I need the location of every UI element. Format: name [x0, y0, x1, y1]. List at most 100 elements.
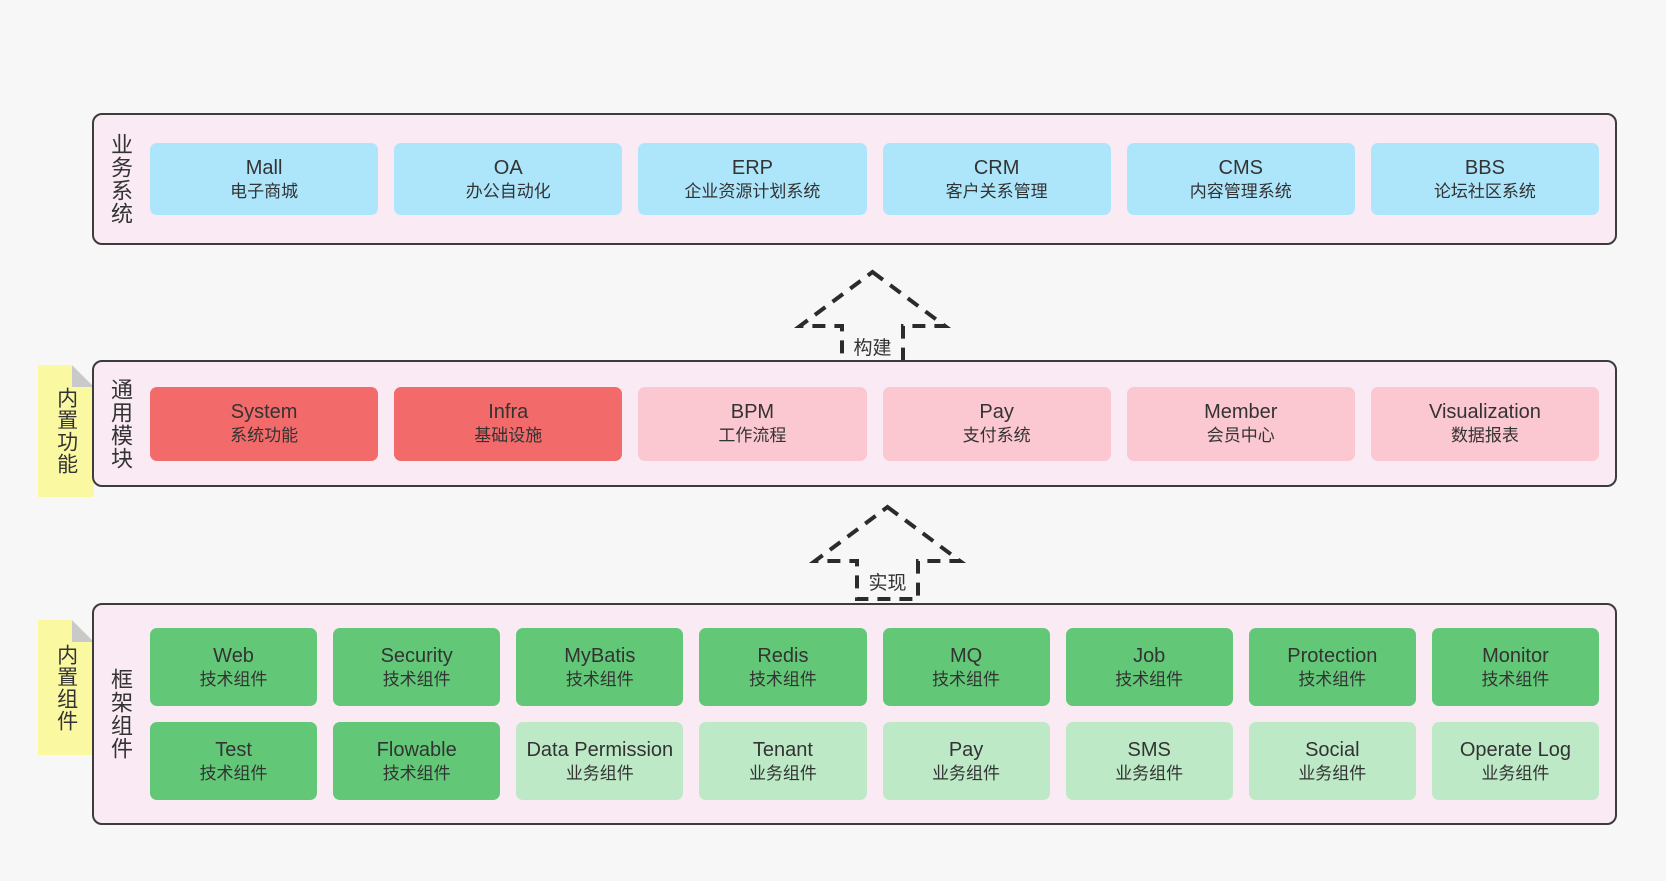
layer-body-framework-components: Web 技术组件 Security 技术组件 MyBatis 技术组件 Redi… — [146, 605, 1615, 823]
card-job[interactable]: Job 技术组件 — [1065, 628, 1233, 706]
card-bbs[interactable]: BBS 论坛社区系统 — [1370, 143, 1600, 215]
layer-row: Test 技术组件 Flowable 技术组件 Data Permission … — [150, 722, 1599, 800]
card-title: Tenant — [752, 738, 813, 761]
card-tenant[interactable]: Tenant 业务组件 — [699, 722, 867, 800]
connector-label-build: 构建 — [853, 338, 892, 359]
card-flowable[interactable]: Flowable 技术组件 — [333, 722, 501, 800]
card-infra[interactable]: Infra 基础设施 — [394, 386, 623, 461]
card-title: MQ — [949, 644, 983, 667]
layer-business-system: 业务系统 Mall 电子商城 OA 办公自动化 ERP 企业资源计划系统 CRM… — [92, 113, 1617, 245]
card-title: Mall — [245, 156, 283, 179]
card-title: Protection — [1287, 644, 1378, 667]
layer-common-modules: 通用模块 System 系统功能 Infra 基础设施 BPM 工作流程 Pay… — [92, 360, 1617, 487]
note-label: 内置组件 — [54, 643, 78, 732]
card-title: Web — [213, 644, 254, 667]
card-security[interactable]: Security 技术组件 — [333, 628, 501, 706]
card-title: Pay — [948, 738, 984, 761]
card-subtitle: 内容管理系统 — [1189, 181, 1292, 201]
note-builtin-components: 内置组件 — [38, 620, 94, 755]
card-subtitle: 技术组件 — [1115, 669, 1184, 689]
card-subtitle: 企业资源计划系统 — [684, 181, 821, 201]
note-fold-corner-icon — [72, 620, 94, 642]
card-bpm[interactable]: BPM 工作流程 — [638, 386, 867, 461]
card-subtitle: 业务组件 — [565, 763, 634, 783]
card-title: ERP — [731, 156, 773, 179]
card-subtitle: 业务组件 — [1481, 763, 1550, 783]
card-erp[interactable]: ERP 企业资源计划系统 — [638, 143, 867, 215]
card-title: Test — [215, 738, 252, 761]
card-title: Redis — [757, 644, 809, 667]
card-title: Security — [380, 644, 453, 667]
card-mq[interactable]: MQ 技术组件 — [882, 628, 1050, 706]
card-subtitle: 技术组件 — [1481, 669, 1550, 689]
connector-implement-arrow: 实现 — [808, 503, 967, 603]
note-label: 内置功能 — [54, 387, 78, 475]
card-data-permission[interactable]: Data Permission 业务组件 — [516, 722, 684, 800]
card-title: CRM — [973, 156, 1020, 179]
card-mybatis[interactable]: MyBatis 技术组件 — [516, 628, 684, 706]
card-subtitle: 支付系统 — [962, 426, 1031, 446]
card-title: SMS — [1127, 738, 1171, 761]
card-visualization[interactable]: Visualization 数据报表 — [1370, 386, 1600, 461]
block-arrow-up-icon — [808, 504, 967, 601]
card-title: BPM — [730, 401, 775, 424]
card-subtitle: 业务组件 — [748, 763, 817, 783]
card-subtitle: 技术组件 — [199, 669, 268, 689]
card-subtitle: 论坛社区系统 — [1433, 181, 1536, 201]
layer-body-business-system: Mall 电子商城 OA 办公自动化 ERP 企业资源计划系统 CRM 客户关系… — [146, 115, 1615, 243]
card-title: CMS — [1218, 156, 1263, 179]
card-subtitle: 基础设施 — [474, 426, 543, 446]
card-title: MyBatis — [564, 644, 636, 667]
card-test[interactable]: Test 技术组件 — [150, 722, 318, 800]
card-subtitle: 技术组件 — [748, 669, 817, 689]
layer-title-common-modules: 通用模块 — [107, 377, 133, 470]
layer-title-business-system: 业务系统 — [107, 133, 133, 225]
card-social[interactable]: Social 业务组件 — [1248, 722, 1416, 800]
card-pay-module[interactable]: Pay 支付系统 — [882, 386, 1111, 461]
layer-row: Mall 电子商城 OA 办公自动化 ERP 企业资源计划系统 CRM 客户关系… — [150, 143, 1600, 215]
card-title: Visualization — [1428, 401, 1541, 424]
card-cms[interactable]: CMS 内容管理系统 — [1126, 143, 1355, 215]
card-title: BBS — [1464, 156, 1505, 179]
card-subtitle: 业务组件 — [1298, 763, 1367, 783]
card-title: System — [230, 401, 298, 424]
layer-row: Web 技术组件 Security 技术组件 MyBatis 技术组件 Redi… — [150, 628, 1599, 706]
card-operate-log[interactable]: Operate Log 业务组件 — [1431, 722, 1599, 800]
note-builtin-features: 内置功能 — [38, 365, 94, 497]
card-web[interactable]: Web 技术组件 — [150, 628, 318, 706]
card-sms[interactable]: SMS 业务组件 — [1065, 722, 1233, 800]
card-protection[interactable]: Protection 技术组件 — [1248, 628, 1416, 706]
connector-label-implement: 实现 — [868, 573, 907, 594]
card-redis[interactable]: Redis 技术组件 — [699, 628, 867, 706]
card-title: Operate Log — [1459, 738, 1572, 761]
card-subtitle: 电子商城 — [230, 181, 299, 201]
card-subtitle: 技术组件 — [382, 763, 451, 783]
card-title: Social — [1305, 738, 1360, 761]
layer-title-framework-components: 框架组件 — [107, 668, 133, 760]
connector-build-arrow: 构建 — [793, 268, 952, 368]
layer-body-common-modules: System 系统功能 Infra 基础设施 BPM 工作流程 Pay 支付系统… — [146, 362, 1615, 485]
card-crm[interactable]: CRM 客户关系管理 — [882, 143, 1111, 215]
card-subtitle: 系统功能 — [230, 426, 299, 446]
layer-row: System 系统功能 Infra 基础设施 BPM 工作流程 Pay 支付系统… — [150, 386, 1600, 461]
card-subtitle: 工作流程 — [718, 426, 787, 446]
card-title: Pay — [979, 401, 1014, 424]
card-member[interactable]: Member 会员中心 — [1126, 386, 1355, 461]
card-monitor[interactable]: Monitor 技术组件 — [1431, 628, 1599, 706]
card-subtitle: 技术组件 — [932, 669, 1001, 689]
card-system[interactable]: System 系统功能 — [150, 386, 379, 461]
card-pay-component[interactable]: Pay 业务组件 — [882, 722, 1050, 800]
card-subtitle: 技术组件 — [199, 763, 268, 783]
card-subtitle: 客户关系管理 — [945, 181, 1048, 201]
card-mall[interactable]: Mall 电子商城 — [150, 143, 379, 215]
card-title: Monitor — [1482, 644, 1549, 667]
card-title: Data Permission — [526, 738, 674, 761]
card-oa[interactable]: OA 办公自动化 — [394, 143, 623, 215]
note-fold-corner-icon — [72, 365, 94, 387]
card-title: Member — [1204, 401, 1278, 424]
card-subtitle: 业务组件 — [932, 763, 1001, 783]
layer-framework-components: 框架组件 Web 技术组件 Security 技术组件 MyBatis 技术组件… — [92, 603, 1617, 825]
card-subtitle: 办公自动化 — [465, 181, 551, 201]
card-title: Job — [1133, 644, 1166, 667]
